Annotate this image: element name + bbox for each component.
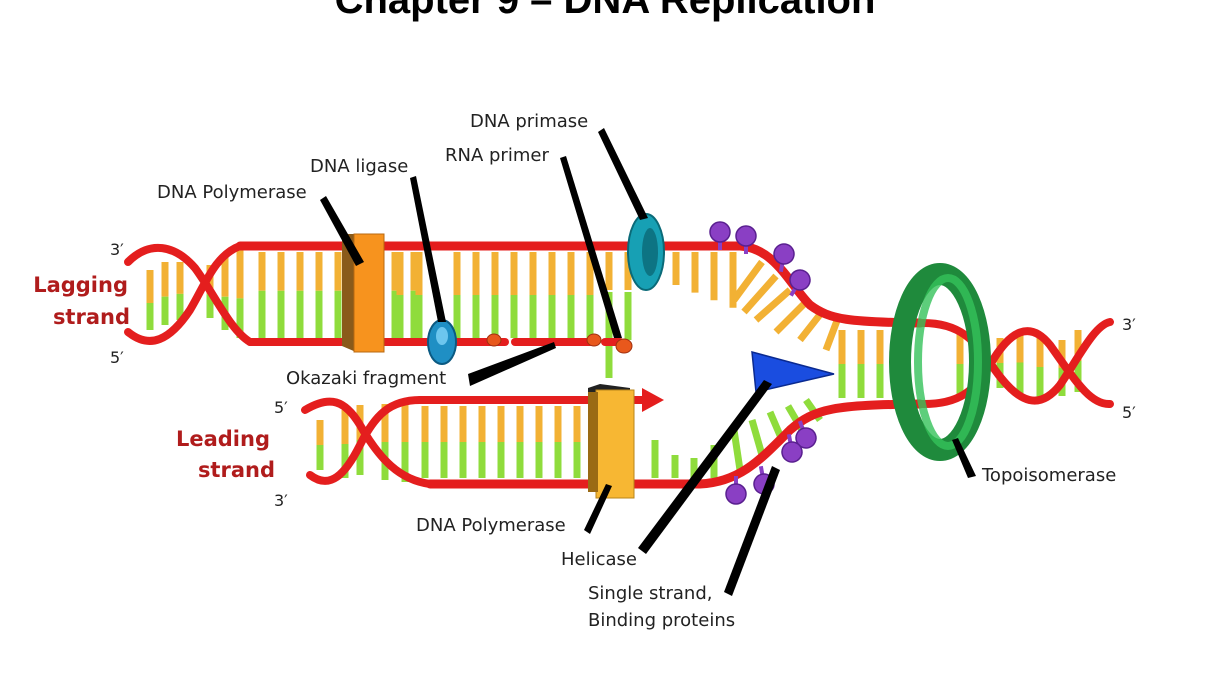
dna-primase xyxy=(627,213,665,291)
pointer-dna-polymerase-top xyxy=(320,196,364,266)
leading-parent-backbone xyxy=(425,399,925,489)
leading-helix-backbone-b xyxy=(306,396,424,485)
label-pointers xyxy=(320,128,976,596)
base-pair xyxy=(731,259,765,303)
label-ssb-line1: Single strand, xyxy=(588,583,712,604)
rna-primers xyxy=(486,333,633,354)
ssb-protein xyxy=(789,269,811,297)
helicase xyxy=(751,350,835,393)
page-title: Chapter 9 – DNA Replication xyxy=(334,0,876,22)
pointer-rna-primer xyxy=(560,156,622,338)
ssb-protein xyxy=(725,476,747,505)
rna-primer-3 xyxy=(615,338,633,354)
leading-helix-backbone-a xyxy=(301,397,434,488)
dna-ligase xyxy=(427,319,457,365)
rna-primer-2 xyxy=(586,333,602,347)
label-leading-line2: strand xyxy=(198,458,275,482)
pointer-topoisomerase xyxy=(952,438,976,478)
pointer-ssb xyxy=(724,466,780,596)
topoisomerase xyxy=(889,263,991,461)
ssb-protein xyxy=(735,225,757,254)
pointer-dna-primase xyxy=(598,128,648,220)
rna-primer-1 xyxy=(486,333,502,347)
ssb-protein xyxy=(781,433,803,463)
ssb-protein xyxy=(795,420,817,449)
base-pair xyxy=(741,273,779,315)
base-pair xyxy=(753,287,793,323)
leading-strand-arrowhead xyxy=(642,388,664,412)
end-leading-top: 5′ xyxy=(274,398,288,417)
label-dna-primase: DNA primase xyxy=(470,111,588,132)
base-pair xyxy=(822,316,842,352)
label-topoisomerase: Topoisomerase xyxy=(981,465,1116,486)
base-pair xyxy=(797,309,825,343)
label-dna-polymerase-bottom: DNA Polymerase xyxy=(416,515,566,536)
ssb-protein xyxy=(773,243,795,273)
pointer-okazaki xyxy=(468,342,556,386)
end-lagging-top: 3′ xyxy=(110,240,124,259)
label-okazaki-fragment: Okazaki fragment xyxy=(286,368,446,389)
right-helix-backbone-b xyxy=(916,327,1114,409)
base-pair xyxy=(773,299,809,335)
label-leading-line1: Leading xyxy=(176,427,270,451)
right-helix-backbone-a xyxy=(916,318,1114,405)
dna-polymerase-leading xyxy=(588,384,635,499)
label-rna-primer: RNA primer xyxy=(445,145,549,166)
lagging-helix-backbone-b xyxy=(124,242,244,345)
label-lagging-line1: Lagging xyxy=(33,273,128,297)
end-right-top: 3′ xyxy=(1122,315,1136,334)
single-strand-binding-proteins xyxy=(709,221,817,505)
lagging-helix-backbone-a xyxy=(124,243,254,346)
pointer-dna-ligase xyxy=(410,176,446,322)
label-ssb-line2: Binding proteins xyxy=(588,610,735,631)
ssb-protein xyxy=(709,221,731,250)
base-pair xyxy=(748,419,766,456)
end-lagging-bottom: 5′ xyxy=(110,348,124,367)
end-right-bottom: 5′ xyxy=(1122,403,1136,422)
base-pairs xyxy=(146,250,1082,482)
pointer-dna-polymerase-bottom xyxy=(584,484,612,534)
pointer-helicase xyxy=(638,380,772,554)
label-helicase: Helicase xyxy=(561,549,637,570)
lagging-top-backbone xyxy=(235,241,925,328)
label-dna-polymerase-top: DNA Polymerase xyxy=(157,182,307,203)
label-dna-ligase: DNA ligase xyxy=(310,156,408,177)
label-lagging-line2: strand xyxy=(53,305,130,329)
base-pair xyxy=(730,429,744,471)
end-leading-bottom: 3′ xyxy=(274,491,288,510)
